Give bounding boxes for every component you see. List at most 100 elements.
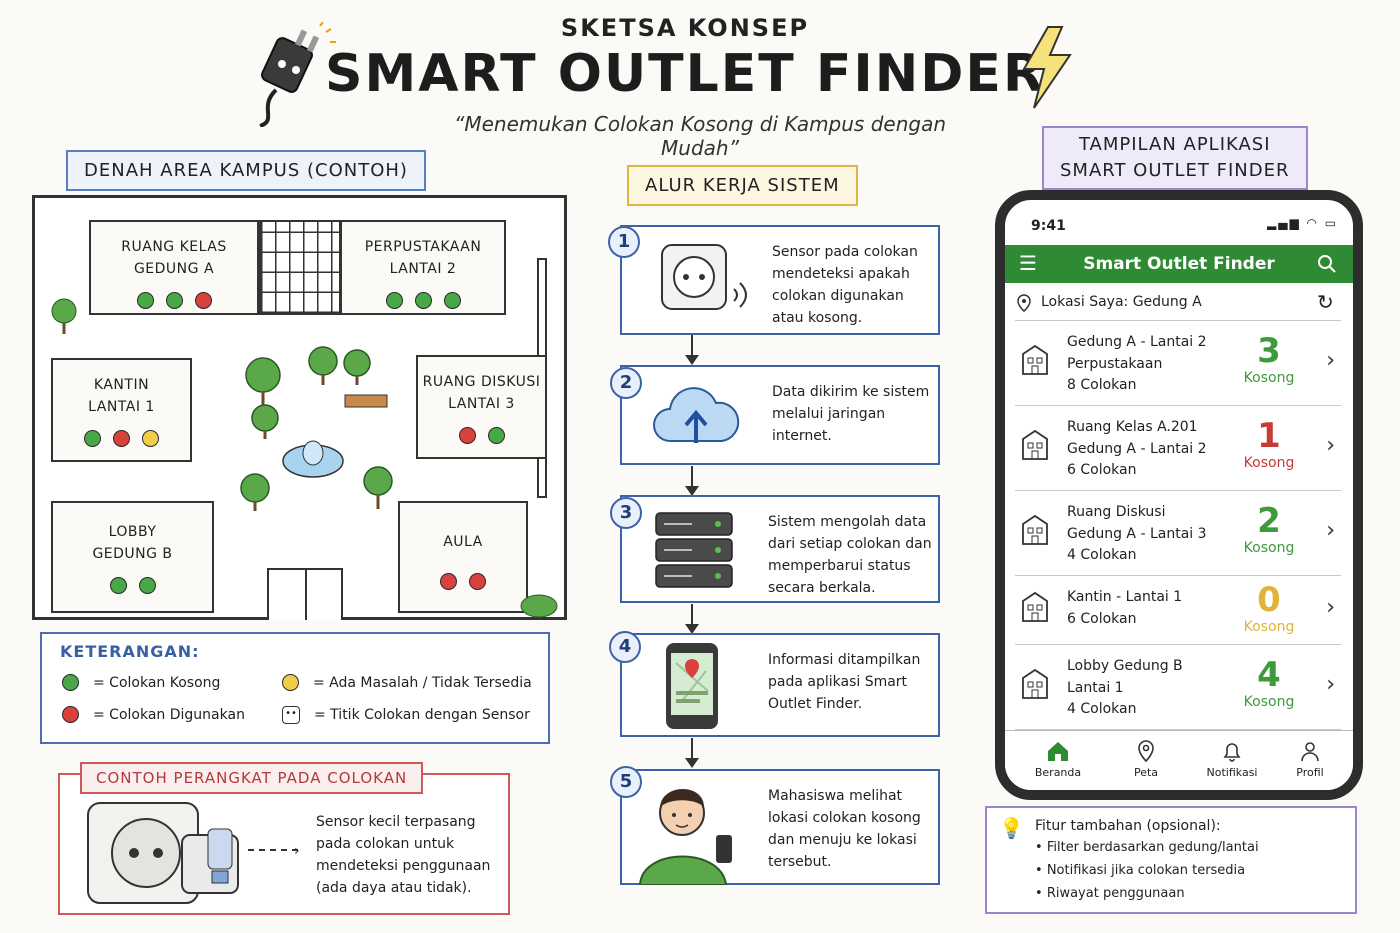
location-line: Gedung A - Lantai 3	[1067, 525, 1207, 542]
count-number: 4	[1257, 655, 1281, 695]
feature-text: Filter berdasarkan gedung/lantai	[1046, 840, 1259, 855]
location-text: Lokasi Saya: Gedung A	[1041, 294, 1202, 310]
outlet-green-dot	[385, 292, 403, 309]
outlet-green-dot	[487, 427, 505, 444]
legend-item: = Ada Masalah / Tidak Tersedia	[276, 674, 532, 691]
room-name: RUANG KELAS	[121, 239, 227, 255]
map-pin-icon	[1138, 740, 1154, 763]
room-sub: LANTAI 1	[88, 399, 155, 415]
room-name: KANTIN	[93, 377, 150, 393]
divider	[1015, 320, 1341, 321]
nav-label: Peta	[1133, 766, 1159, 779]
chevron-right-icon[interactable]: ›	[1326, 518, 1335, 543]
red-dot	[62, 706, 79, 723]
outlet-red-dot	[458, 427, 476, 444]
step-text: Mahasiswa melihat lokasi colokan kosong …	[768, 788, 921, 870]
phone-map-icon	[666, 643, 718, 729]
count-number: 1	[1257, 416, 1281, 456]
legend-item: = Colokan Kosong	[56, 674, 220, 691]
status-time: 9:41	[1031, 218, 1066, 234]
tree-icon	[51, 298, 77, 334]
feature-text: Riwayat penggunaan	[1046, 886, 1185, 901]
step-number: 4	[609, 631, 641, 663]
feature-item: • Filter berdasarkan gedung/lantai	[1035, 840, 1259, 855]
step-text: Informasi ditampilkan pada aplikasi Smar…	[768, 652, 921, 712]
location-pin-icon	[1017, 294, 1031, 312]
room-aula: AULA	[398, 501, 528, 613]
nav-notifikasi[interactable]: Notifikasi	[1197, 739, 1267, 779]
room-name: RUANG DISKUSI	[422, 374, 541, 390]
device-description: Sensor kecil terpasang pada colokan untu…	[316, 814, 491, 896]
cloud-upload-icon	[653, 387, 740, 443]
lightning-icon	[1018, 25, 1076, 110]
feature-item: • Notifikasi jika colokan tersedia	[1035, 863, 1246, 878]
device-section-label: CONTOH PERANGKAT PADA COLOKAN	[80, 762, 424, 794]
nav-label: Profil	[1296, 766, 1324, 779]
room-diskusi: RUANG DISKUSI LANTAI 3	[416, 355, 547, 459]
app-bar: ☰ Smart Outlet Finder	[1005, 245, 1353, 283]
workflow-step-1: Sensor pada colokan mendeteksi apakah co…	[620, 225, 940, 335]
device-example: › Sensor kecil terpasang pada colokan un…	[58, 773, 510, 915]
menu-icon[interactable]: ☰	[1019, 251, 1037, 275]
count-number: 2	[1257, 501, 1281, 541]
outlet-sensor-icon	[87, 802, 239, 904]
nav-beranda[interactable]: Beranda	[1023, 739, 1093, 779]
room-sub: LANTAI 2	[389, 261, 457, 277]
outlet-green-dot	[84, 430, 101, 447]
plug-icon	[248, 21, 338, 128]
outlet-red-dot	[194, 292, 212, 309]
sensor-outlet-icon: ••	[282, 706, 300, 724]
location-line: 4 Colokan	[1067, 547, 1137, 563]
legend-item: = Colokan Digunakan	[56, 706, 245, 723]
count-status: Kosong	[1243, 540, 1295, 556]
nav-label: Beranda	[1034, 766, 1082, 779]
legend: KETERANGAN: = Colokan Kosong = Ada Masal…	[40, 632, 550, 744]
bell-icon	[1223, 743, 1241, 762]
flow-arrow	[685, 604, 699, 634]
nav-peta[interactable]: Peta	[1111, 739, 1181, 779]
location-line: Ruang Kelas A.201	[1067, 419, 1198, 435]
nav-profil[interactable]: Profil	[1275, 739, 1345, 779]
chevron-right-icon[interactable]: ›	[1326, 672, 1335, 697]
app-label-line2: SMART OUTLET FINDER	[1060, 160, 1290, 181]
count-status: Kosong	[1243, 619, 1295, 635]
chevron-right-icon[interactable]: ›	[1326, 348, 1335, 373]
workflow-step-2: Data dikirim ke sistem melalui jaringan …	[620, 365, 940, 465]
chevron-right-icon[interactable]: ›	[1326, 433, 1335, 458]
location-line: Lantai 1	[1067, 679, 1124, 696]
chevron-right-icon[interactable]: ›	[1326, 595, 1335, 620]
location-line: 6 Colokan	[1067, 610, 1137, 627]
step-number: 5	[610, 766, 642, 798]
search-icon[interactable]	[1317, 254, 1337, 274]
refresh-icon[interactable]: ↻	[1317, 290, 1334, 314]
legend-item: •• = Titik Colokan dengan Sensor	[276, 706, 530, 724]
features-title: Fitur tambahan (opsional):	[1035, 818, 1221, 834]
flow-arrow	[685, 466, 699, 496]
location-line: 6 Colokan	[1067, 462, 1137, 478]
step-text: Sensor pada colokan mendeteksi apakah co…	[772, 244, 918, 326]
stairs	[259, 220, 341, 315]
room-sub: GEDUNG B	[92, 546, 173, 562]
arrow-head: ›	[294, 843, 300, 859]
app-label-line1: TAMPILAN APLIKASI	[1078, 134, 1271, 155]
map-section-label: DENAH AREA KAMPUS (CONTOH)	[66, 150, 426, 191]
location-line: Gedung A - Lantai 2	[1067, 334, 1207, 350]
legend-text: = Colokan Kosong	[93, 674, 221, 691]
legend-text: = Titik Colokan dengan Sensor	[314, 707, 530, 723]
room-sub: LANTAI 3	[448, 396, 515, 412]
workflow-section-label: ALUR KERJA SISTEM	[627, 165, 858, 206]
socket-sensor-icon	[661, 244, 747, 310]
legend-text: = Ada Masalah / Tidak Tersedia	[313, 674, 532, 691]
additional-features: 💡 Fitur tambahan (opsional): • Filter be…	[985, 806, 1357, 914]
